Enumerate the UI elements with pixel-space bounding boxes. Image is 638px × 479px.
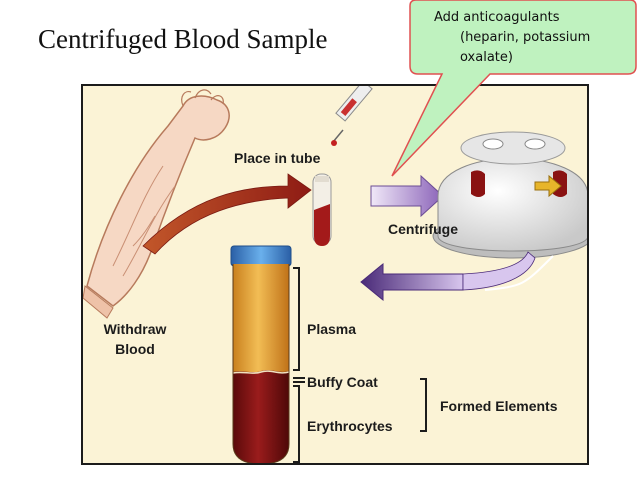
small-test-tube [312,173,332,246]
label-withdraw-line1: Withdraw [103,321,167,337]
slide-title: Centrifuged Blood Sample [38,24,328,54]
syringe-icon [331,86,373,146]
callout-line-2: (heparin, potassium [460,30,591,45]
formed-elements-bracket [420,378,427,432]
arrow-to-centrifuge [370,174,444,218]
label-withdraw-blood: Withdraw Blood [91,319,179,359]
arrow-to-result-tube [360,262,464,302]
label-formed-elements: Formed Elements [440,398,558,414]
centrifuge-diagram: Place in tube Centrifuge Withdraw Blood … [81,84,589,465]
arrow-tail [462,251,536,291]
label-centrifuge: Centrifuge [388,221,458,237]
erythrocytes-bracket [293,385,300,463]
centrifuge-icon [432,131,587,291]
callout-line-1: Add anticoagulants [434,10,560,25]
callout-text: Add anticoagulants (heparin, potassium o… [418,8,630,68]
callout-line-3: oxalate) [460,50,513,65]
label-withdraw-line2: Blood [115,341,155,357]
diagram-artwork [83,86,587,463]
plasma-bracket [293,267,300,371]
label-buffy-coat: Buffy Coat [307,374,378,390]
label-place-in-tube: Place in tube [234,150,321,166]
label-plasma: Plasma [307,321,357,337]
label-erythrocytes: Erythrocytes [307,418,393,434]
arrow-arm-to-tube [142,173,312,255]
buffy-coat-marker [293,377,305,383]
separated-blood-tube [230,245,292,463]
